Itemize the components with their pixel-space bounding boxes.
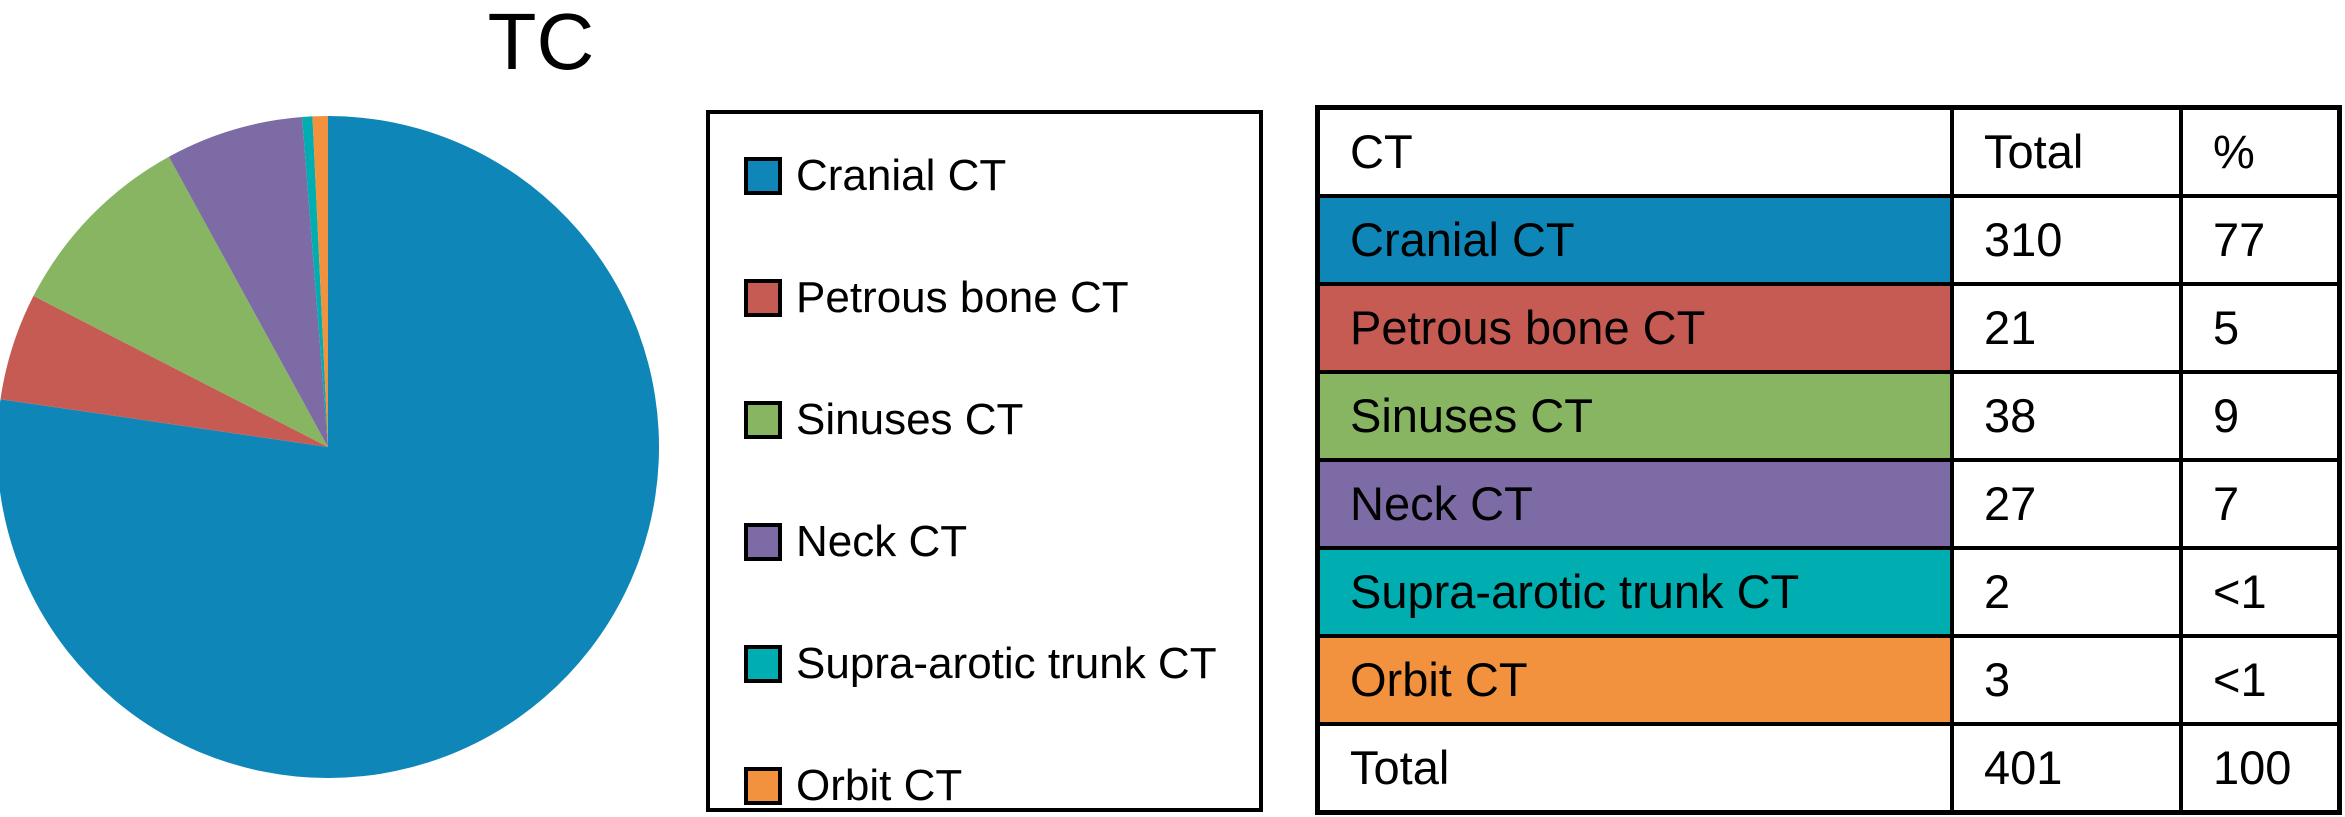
table-footer-percent: 100 (2183, 726, 2337, 810)
legend-label-sinuses-ct: Sinuses CT (796, 395, 1024, 444)
table-footer-total: 401 (1954, 726, 2179, 810)
table-cell-total-neck-ct: 27 (1954, 462, 2179, 546)
table-cell-percent-sinuses-ct: 9 (2183, 374, 2337, 458)
legend-swatch-petrous-bone-ct (744, 279, 782, 317)
pie-slice-cranial-ct (0, 116, 659, 778)
table-header-ct: CT (1320, 110, 1950, 194)
pie-legend: Cranial CT Petrous bone CT Sinuses CT Ne… (706, 110, 1263, 812)
table-cell-label-neck-ct: Neck CT (1320, 462, 1950, 546)
legend-label-orbit-ct: Orbit CT (796, 761, 963, 810)
chart-title: TC (487, 0, 595, 86)
legend-item-petrous-bone-ct: Petrous bone CT (744, 276, 1129, 320)
legend-item-orbit-ct: Orbit CT (744, 764, 962, 808)
legend-item-neck-ct: Neck CT (744, 520, 967, 564)
table-cell-label-supra-arotic-trunk-ct: Supra-arotic trunk CT (1320, 550, 1950, 634)
pie-slice-supra-arotic-trunk-ct (302, 116, 328, 448)
legend-item-sinuses-ct: Sinuses CT (744, 398, 1023, 442)
legend-swatch-cranial-ct (744, 157, 782, 195)
legend-swatch-supra-arotic-trunk-ct (744, 645, 782, 683)
table-cell-percent-neck-ct: 7 (2183, 462, 2337, 546)
table-header-total: Total (1954, 110, 2179, 194)
summary-table: CT Total % Cranial CT 310 77 Petrous bon… (1315, 105, 2342, 815)
legend-swatch-orbit-ct (744, 767, 782, 805)
table-cell-percent-petrous-bone-ct: 5 (2183, 286, 2337, 370)
pie-slice-orbit-ct (312, 116, 328, 447)
table-cell-label-cranial-ct: Cranial CT (1320, 198, 1950, 282)
pie-slice-neck-ct (168, 117, 328, 448)
table-cell-percent-cranial-ct: 77 (2183, 198, 2337, 282)
legend-item-supra-arotic-trunk-ct: Supra-arotic trunk CT (744, 642, 1217, 686)
pie-slice-petrous-bone-ct (0, 295, 328, 447)
legend-label-petrous-bone-ct: Petrous bone CT (796, 273, 1129, 322)
legend-label-neck-ct: Neck CT (796, 517, 968, 566)
pie-slice-sinuses-ct (33, 156, 329, 448)
table-cell-percent-orbit-ct: <1 (2183, 638, 2337, 722)
table-footer-label: Total (1320, 726, 1950, 810)
table-cell-label-orbit-ct: Orbit CT (1320, 638, 1950, 722)
table-cell-total-supra-arotic-trunk-ct: 2 (1954, 550, 2179, 634)
table-header-percent: % (2183, 110, 2337, 194)
legend-label-cranial-ct: Cranial CT (796, 151, 1007, 200)
table-cell-total-sinuses-ct: 38 (1954, 374, 2179, 458)
legend-item-cranial-ct: Cranial CT (744, 154, 1006, 198)
legend-swatch-sinuses-ct (744, 401, 782, 439)
table-cell-label-sinuses-ct: Sinuses CT (1320, 374, 1950, 458)
legend-swatch-neck-ct (744, 523, 782, 561)
table-cell-total-cranial-ct: 310 (1954, 198, 2179, 282)
legend-label-supra-arotic-trunk-ct: Supra-arotic trunk CT (796, 639, 1217, 688)
table-cell-percent-supra-arotic-trunk-ct: <1 (2183, 550, 2337, 634)
table-cell-label-petrous-bone-ct: Petrous bone CT (1320, 286, 1950, 370)
table-cell-total-petrous-bone-ct: 21 (1954, 286, 2179, 370)
table-cell-total-orbit-ct: 3 (1954, 638, 2179, 722)
pie-chart (0, 116, 659, 778)
